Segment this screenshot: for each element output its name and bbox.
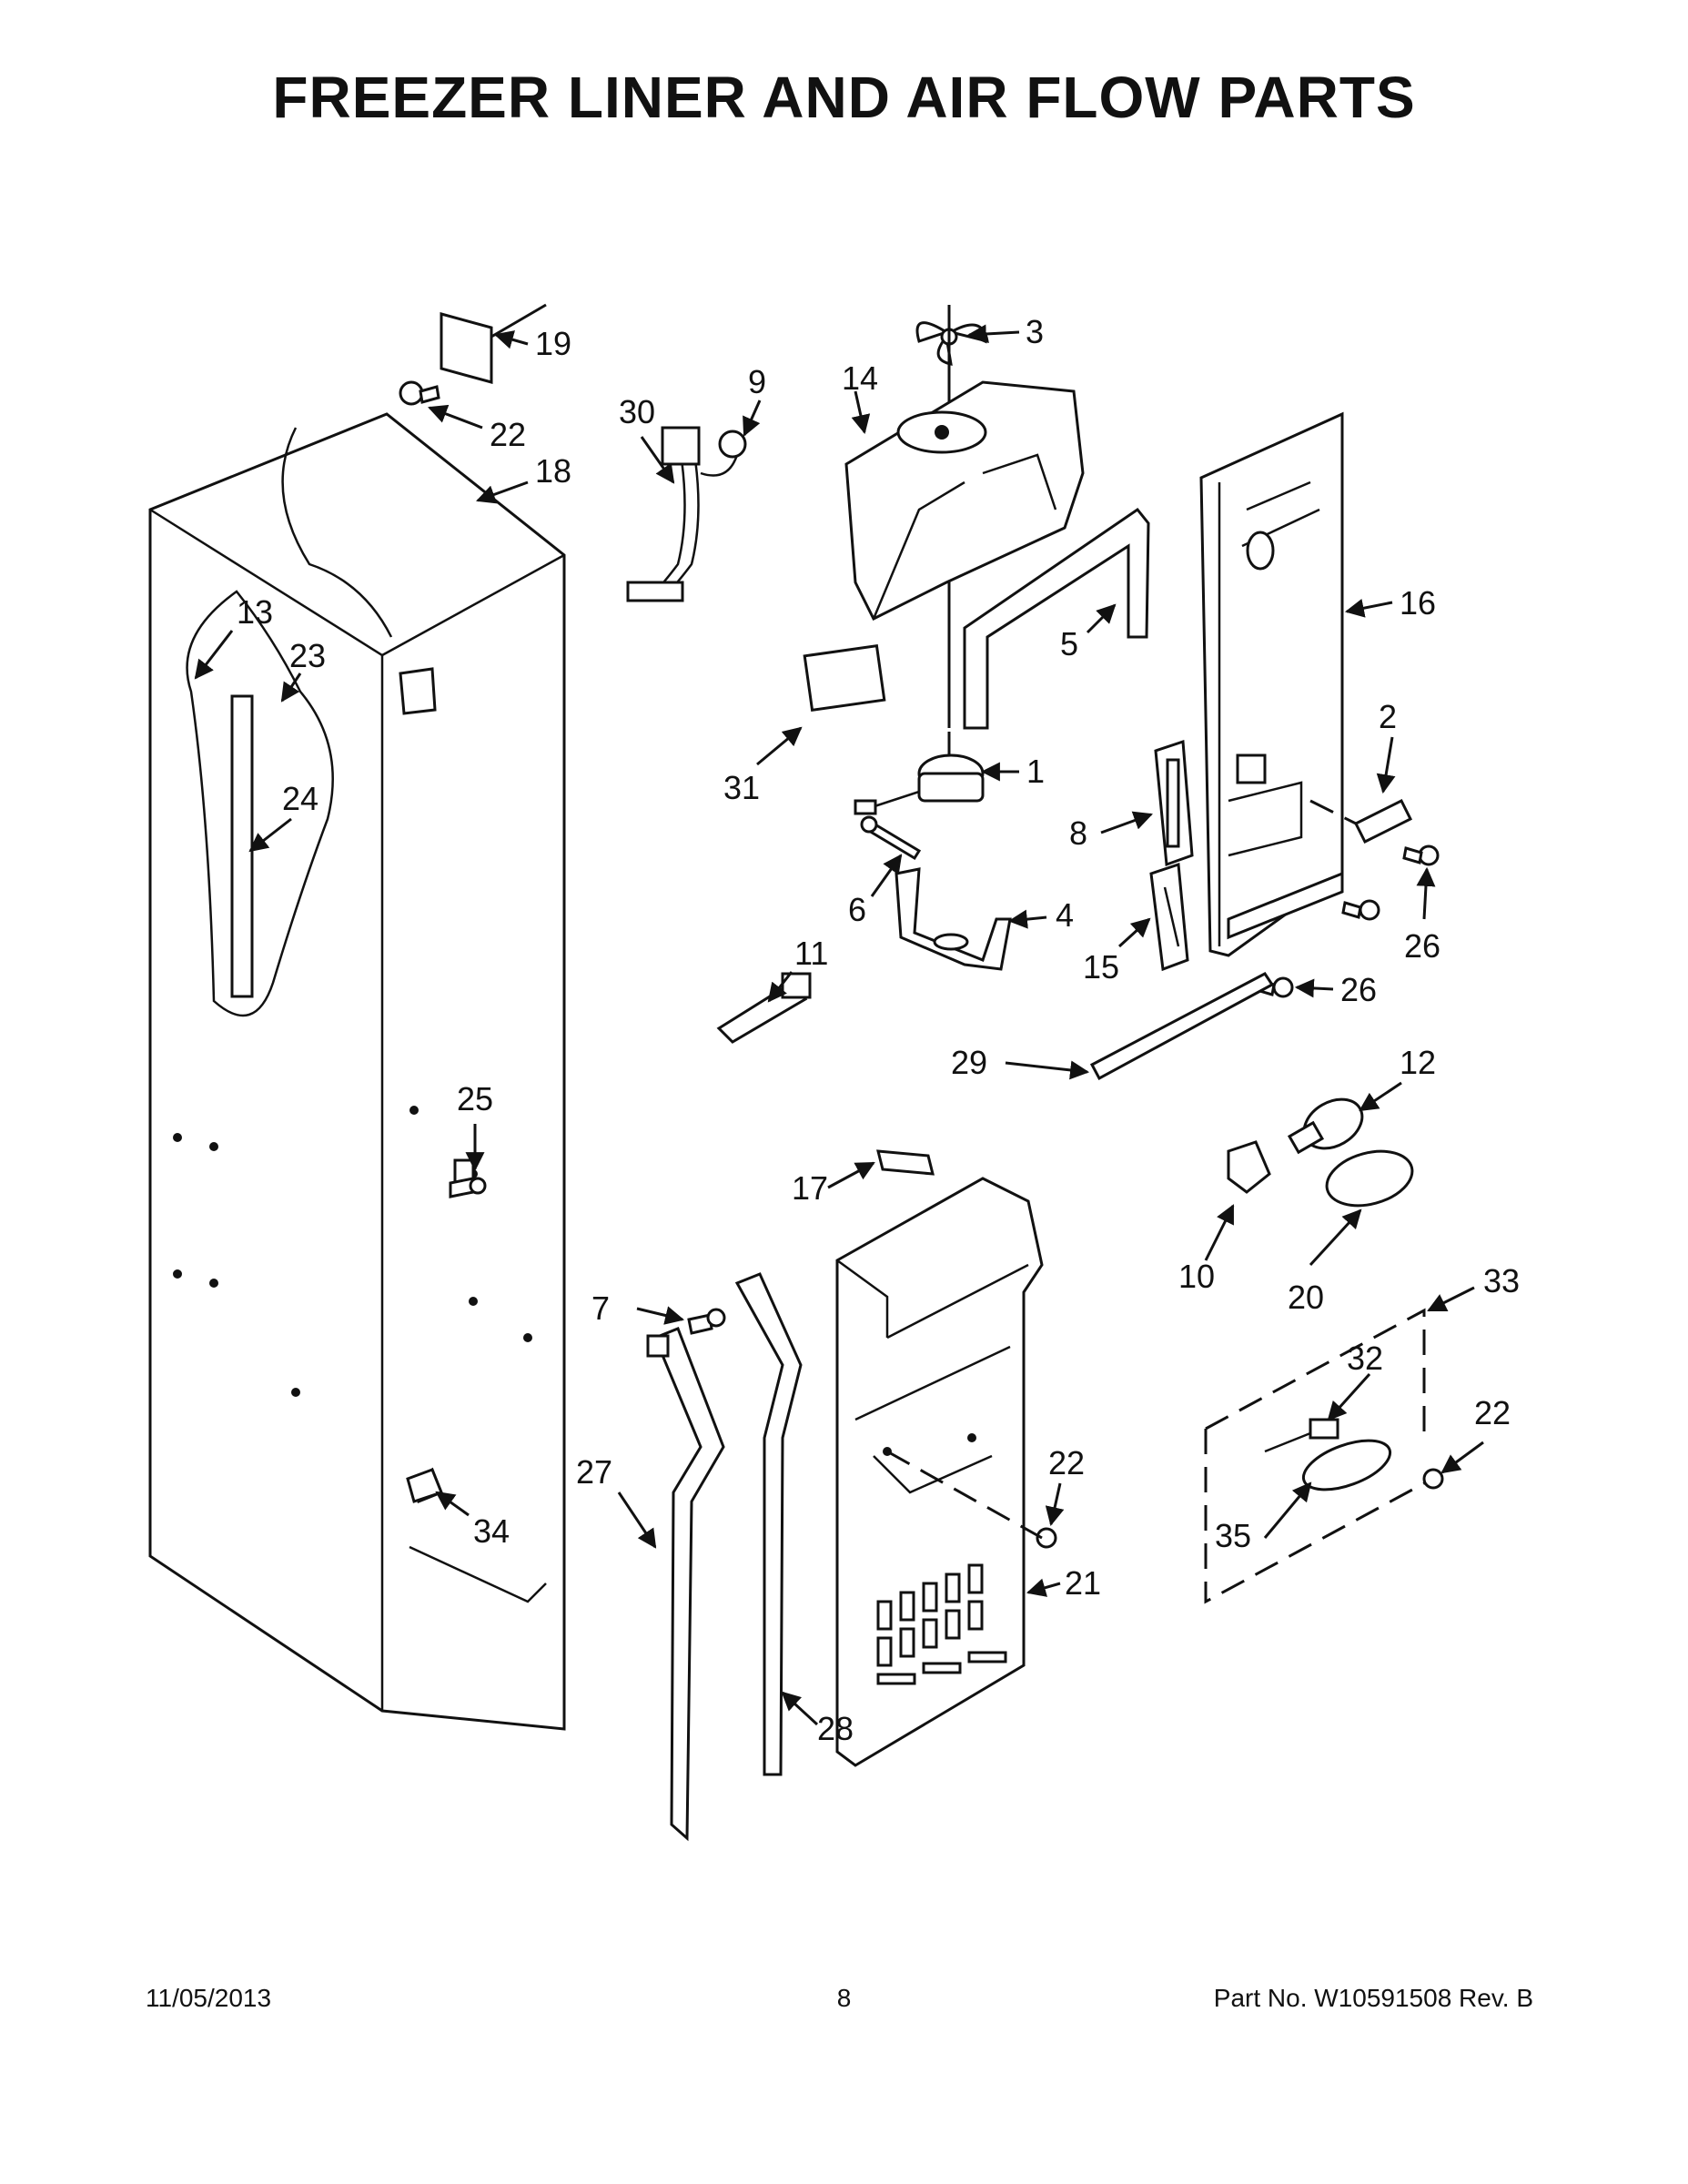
callout-1: 1	[1026, 753, 1045, 790]
screw-22-top	[399, 380, 440, 406]
footer-date: 11/05/2013	[146, 1984, 272, 2012]
light-bulb-12	[1287, 1097, 1364, 1155]
page-title: FREEZER LINER AND AIR FLOW PARTS	[272, 65, 1416, 130]
fan-motor-1	[854, 655, 985, 815]
duct-15	[1149, 862, 1189, 972]
callout-2: 2	[1379, 698, 1397, 735]
callout-22-top: 22	[490, 416, 526, 453]
screw-25	[449, 1177, 487, 1198]
screw-6	[860, 815, 922, 861]
callout-17: 17	[792, 1169, 828, 1207]
callout-27: 27	[576, 1453, 612, 1491]
callout-13: 13	[237, 593, 273, 631]
callout-28: 28	[817, 1710, 854, 1747]
leader-lines	[194, 324, 1484, 1726]
gasket-strip-28	[734, 1272, 803, 1776]
wire-harness-30	[626, 426, 747, 602]
callout-35: 35	[1215, 1517, 1251, 1554]
callout-4: 4	[1056, 896, 1074, 934]
callout-32: 32	[1347, 1340, 1383, 1377]
duct-8	[1154, 739, 1194, 867]
callout-34: 34	[473, 1512, 510, 1550]
callout-8: 8	[1069, 814, 1087, 852]
callout-29: 29	[951, 1044, 987, 1081]
footer-part-number: Part No. W10591508 Rev. B	[1213, 1984, 1533, 2012]
motor-bracket-4	[895, 867, 1012, 971]
callout-19: 19	[535, 325, 571, 362]
callout-7: 7	[591, 1289, 610, 1327]
bracket-19	[440, 303, 547, 384]
air-duct-panel-21	[835, 1177, 1044, 1767]
callout-22-right: 22	[1474, 1394, 1511, 1431]
bracket-2	[1309, 798, 1413, 844]
screw-7	[687, 1308, 726, 1335]
callout-25: 25	[457, 1080, 493, 1117]
callout-31: 31	[723, 769, 760, 806]
screw-22-mid	[886, 1450, 1057, 1549]
callout-22-mid: 22	[1048, 1444, 1085, 1481]
callout-30: 30	[619, 393, 655, 430]
evaporator-cover-16	[1199, 411, 1344, 957]
footer-page-number: 8	[836, 1984, 852, 2012]
fan-housing-14	[844, 380, 1085, 622]
callout-11: 11	[794, 935, 828, 972]
callout-26-lower: 26	[1340, 971, 1377, 1008]
callout-12: 12	[1400, 1044, 1436, 1081]
light-socket-10	[1227, 1140, 1271, 1194]
screw-26-mid	[1341, 899, 1380, 921]
callout-9: 9	[748, 363, 766, 400]
freezer-liner	[148, 412, 566, 1731]
filter-pad-31	[803, 644, 886, 712]
callout-23: 23	[289, 637, 326, 674]
callout-3: 3	[1026, 313, 1044, 350]
callout-labels: 3 14 9 30 19 22 18 16 13 23 5 2 1 31 24 …	[237, 313, 1520, 1747]
control-assembly-33	[1204, 1308, 1444, 1604]
channel-29	[1089, 972, 1275, 1081]
callout-26-right: 26	[1404, 927, 1440, 965]
callout-18: 18	[535, 452, 571, 490]
gasket-5	[963, 507, 1150, 730]
callout-21: 21	[1065, 1564, 1101, 1602]
callout-24: 24	[282, 780, 318, 817]
screw-26-right	[1402, 844, 1440, 866]
callout-16: 16	[1400, 584, 1436, 622]
bracket-27	[646, 1327, 725, 1842]
callout-15: 15	[1083, 948, 1119, 986]
label-17	[876, 1149, 935, 1176]
callout-10: 10	[1178, 1258, 1215, 1295]
drain-strap-11	[716, 972, 812, 1044]
callout-33: 33	[1483, 1262, 1520, 1299]
callout-6: 6	[848, 891, 866, 928]
light-lens-20	[1325, 1149, 1414, 1208]
callout-14: 14	[842, 359, 878, 397]
callout-20: 20	[1288, 1279, 1324, 1316]
callout-5: 5	[1060, 625, 1078, 662]
